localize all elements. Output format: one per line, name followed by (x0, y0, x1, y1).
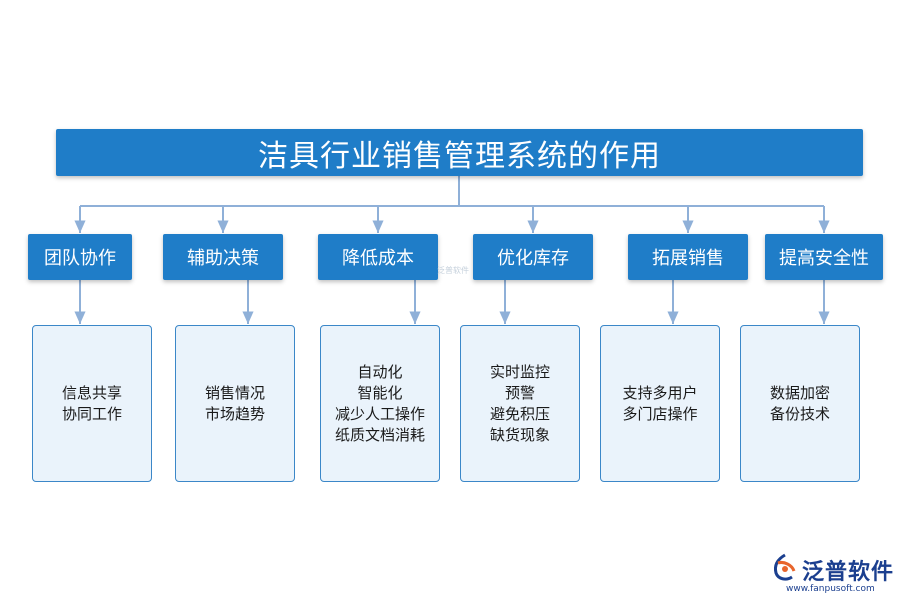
detail-line: 缺货现象 (489, 425, 550, 444)
detail-line: 市场趋势 (204, 404, 265, 423)
category-box-2: 辅助决策 (163, 234, 283, 280)
detail-line: 支持多用户 (622, 383, 698, 402)
detail-line: 预警 (504, 383, 535, 402)
detail-line: 数据加密 (769, 383, 830, 402)
detail-line: 减少人工操作 (334, 404, 425, 423)
detail-box-4: 实时监控预警避免积压缺货现象 (460, 325, 580, 482)
detail-line: 避免积压 (489, 404, 550, 423)
diagram-title: 洁具行业销售管理系统的作用 (56, 129, 863, 176)
detail-line: 协同工作 (61, 404, 122, 423)
category-box-6: 提高安全性 (765, 234, 883, 280)
detail-box-6: 数据加密备份技术 (740, 325, 860, 482)
brand-name: 泛普软件 (802, 560, 895, 585)
fanpu-logo-icon (774, 553, 796, 581)
category-box-3: 降低成本 (318, 234, 438, 280)
brand-url: www.fanpusoft.com (786, 584, 875, 594)
detail-line: 自动化 (357, 362, 403, 381)
detail-box-2: 销售情况市场趋势 (175, 325, 295, 482)
category-box-5: 拓展销售 (628, 234, 748, 280)
detail-line: 实时监控 (489, 362, 550, 381)
detail-box-5: 支持多用户多门店操作 (600, 325, 720, 482)
detail-line: 智能化 (357, 383, 403, 402)
detail-line: 销售情况 (204, 383, 265, 402)
brand-mark: 泛普软件 www.fanpusoft.com (770, 553, 894, 597)
detail-box-1: 信息共享协同工作 (32, 325, 152, 482)
category-box-4: 优化库存 (473, 234, 593, 280)
watermark: 泛普软件 (437, 266, 469, 275)
detail-line: 纸质文档消耗 (334, 425, 425, 444)
detail-line: 备份技术 (769, 404, 830, 423)
detail-box-3: 自动化智能化减少人工操作纸质文档消耗 (320, 325, 440, 482)
detail-line: 多门店操作 (622, 404, 698, 423)
detail-line: 信息共享 (61, 383, 122, 402)
category-box-1: 团队协作 (28, 234, 132, 280)
